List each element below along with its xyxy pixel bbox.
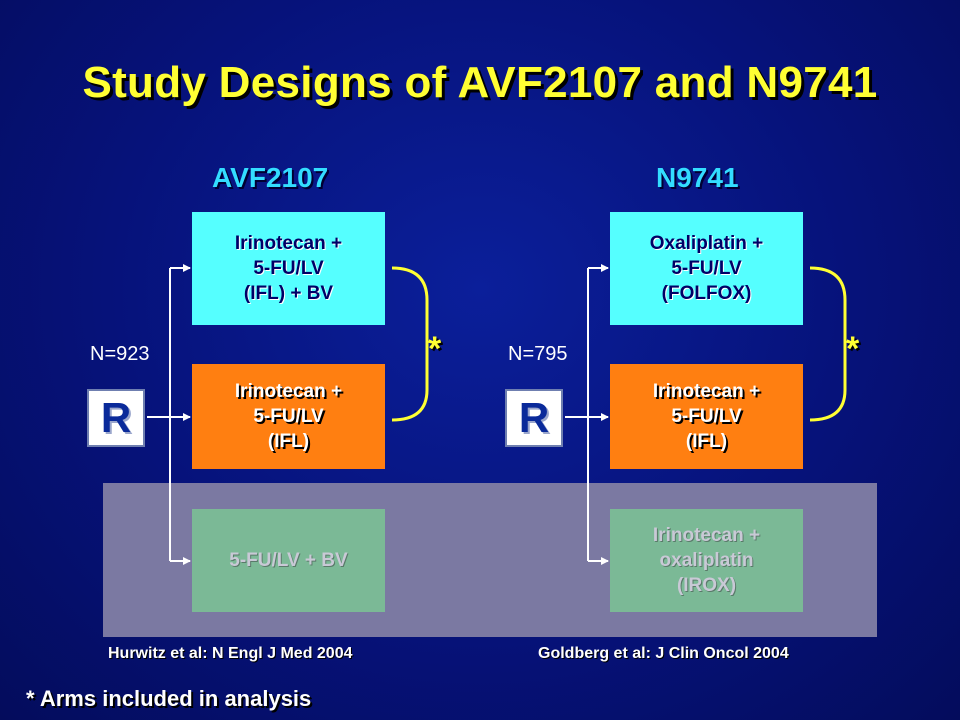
n9741-arm-1: Oxaliplatin + 5-FU/LV (FOLFOX) [610, 212, 803, 325]
n9741-randomization-box: R [505, 389, 563, 447]
n9741-sample-size: N=795 [508, 343, 568, 365]
arm-line: (IROX) [676, 575, 737, 596]
avf2107-arm-1: Irinotecan + 5-FU/LV (IFL) + BV [192, 212, 385, 325]
n9741-arm-3: Irinotecan + oxaliplatin (IROX) [610, 509, 803, 612]
arm-line: (IFL) [685, 431, 728, 452]
avf2107-connector [147, 264, 191, 565]
arm-line: Oxaliplatin + [649, 233, 764, 254]
arm-line: 5-FU/LV [671, 258, 742, 279]
avf2107-arm-3: 5-FU/LV + BV [192, 509, 385, 612]
avf2107-randomization-box: R [87, 389, 145, 447]
n9741-connector [565, 264, 609, 565]
arm-line: oxaliplatin [659, 550, 754, 571]
avf2107-arm-2: Irinotecan + 5-FU/LV (IFL) [192, 364, 385, 469]
arm-line: 5-FU/LV [671, 406, 742, 427]
arm-line: Irinotecan + [652, 381, 761, 402]
arm-line: Irinotecan + [652, 525, 761, 546]
n9741-bracket [809, 266, 847, 422]
n9741-analysis-star: * [846, 330, 860, 368]
arm-line: Irinotecan + [234, 381, 343, 402]
n9741-arm-2: Irinotecan + 5-FU/LV (IFL) [610, 364, 803, 469]
arm-line: 5-FU/LV + BV [229, 550, 348, 571]
arm-line: Irinotecan + [234, 233, 343, 254]
slide-title: Study Designs of AVF2107 and N9741 [82, 58, 878, 107]
avf2107-reference: Hurwitz et al: N Engl J Med 2004 [108, 645, 353, 662]
footnote: * Arms included in analysis [26, 686, 312, 711]
avf2107-bracket [391, 266, 429, 422]
arm-line: (IFL) + BV [243, 283, 334, 304]
arm-line: (FOLFOX) [661, 283, 752, 304]
n9741-reference: Goldberg et al: J Clin Oncol 2004 [538, 645, 789, 662]
arm-line: (IFL) [267, 431, 310, 452]
avf2107-analysis-star: * [428, 330, 442, 368]
avf2107-sample-size: N=923 [90, 343, 150, 365]
arm-line: 5-FU/LV [253, 258, 324, 279]
study-label-n9741: N9741 [656, 162, 739, 193]
study-label-avf2107: AVF2107 [212, 162, 329, 193]
arm-line: 5-FU/LV [253, 406, 324, 427]
